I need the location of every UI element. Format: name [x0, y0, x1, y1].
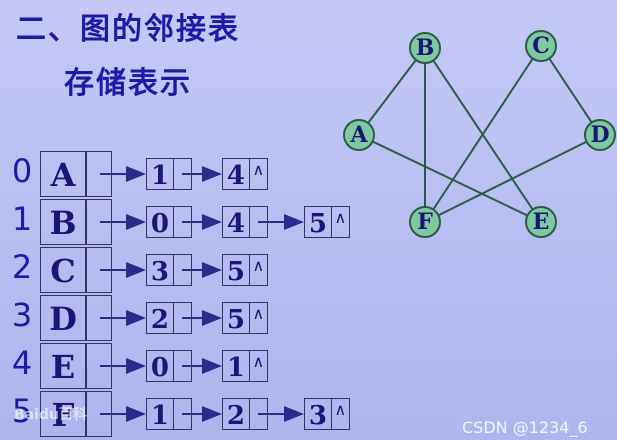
null-pointer: ∧ [252, 256, 265, 275]
vertex-pointer-cell [86, 343, 112, 389]
node-index: 3 [305, 399, 332, 431]
page-title: 二、图的邻接表 [16, 12, 240, 47]
vertex-cell: D [40, 295, 86, 341]
vertex-pointer-cell [86, 151, 112, 197]
null-pointer: ∧ [252, 304, 265, 323]
node-index: 5 [305, 207, 332, 239]
list-node: 2 [146, 302, 192, 335]
vertex-index: 3 [11, 296, 33, 334]
graph-node: D [584, 119, 616, 151]
list-node: 1 [146, 398, 192, 431]
null-pointer: ∧ [334, 208, 347, 227]
node-index: 4 [223, 207, 250, 239]
vertex-cell: A [40, 151, 86, 197]
graph-edge [540, 45, 601, 136]
null-pointer: ∧ [252, 160, 265, 179]
graph-edge [358, 134, 542, 223]
graph-node: A [343, 119, 375, 151]
graph-node: F [409, 206, 441, 238]
node-index: 1 [223, 351, 250, 383]
list-node: 5∧ [222, 254, 268, 287]
graph-node: B [409, 32, 441, 64]
graph-edge [424, 45, 542, 223]
list-node: 3∧ [304, 398, 350, 431]
vertex-cell: F [40, 391, 86, 437]
node-index: 4 [223, 159, 250, 191]
list-node: 3 [146, 254, 192, 287]
node-index: 1 [147, 399, 174, 431]
vertex-index: 5 [11, 392, 33, 430]
vertex-pointer-cell [86, 295, 112, 341]
list-node: 5∧ [222, 302, 268, 335]
page-subtitle: 存储表示 [64, 66, 192, 101]
node-index: 5 [223, 303, 250, 335]
node-index: 3 [147, 255, 174, 287]
node-index: 2 [223, 399, 250, 431]
vertex-cell: B [40, 199, 86, 245]
list-node: 2 [222, 398, 268, 431]
graph-edge [358, 47, 426, 136]
node-index: 5 [223, 255, 250, 287]
node-index: 0 [147, 351, 174, 383]
baidu-watermark: Baidu百科 [14, 407, 87, 423]
graph-node: E [525, 206, 557, 238]
vertex-pointer-cell [86, 199, 112, 245]
null-pointer: ∧ [334, 400, 347, 419]
null-pointer: ∧ [252, 352, 265, 371]
vertex-pointer-cell [86, 391, 112, 437]
vertex-pointer-cell [86, 247, 112, 293]
list-node: 1 [146, 158, 192, 191]
vertex-index: 0 [11, 152, 33, 190]
vertex-index: 2 [11, 248, 33, 286]
list-node: 5∧ [304, 206, 350, 239]
node-index: 1 [147, 159, 174, 191]
list-node: 1∧ [222, 350, 268, 383]
graph-edge [424, 134, 601, 223]
graph-node: C [525, 30, 557, 62]
csdn-watermark: CSDN @1234_6 [462, 418, 588, 437]
list-node: 0 [146, 350, 192, 383]
vertex-index: 4 [11, 344, 33, 382]
list-node: 0 [146, 206, 192, 239]
vertex-cell: E [40, 343, 86, 389]
vertex-cell: C [40, 247, 86, 293]
list-node: 4∧ [222, 158, 268, 191]
node-index: 2 [147, 303, 174, 335]
node-index: 0 [147, 207, 174, 239]
list-node: 4 [222, 206, 268, 239]
vertex-index: 1 [11, 200, 33, 238]
